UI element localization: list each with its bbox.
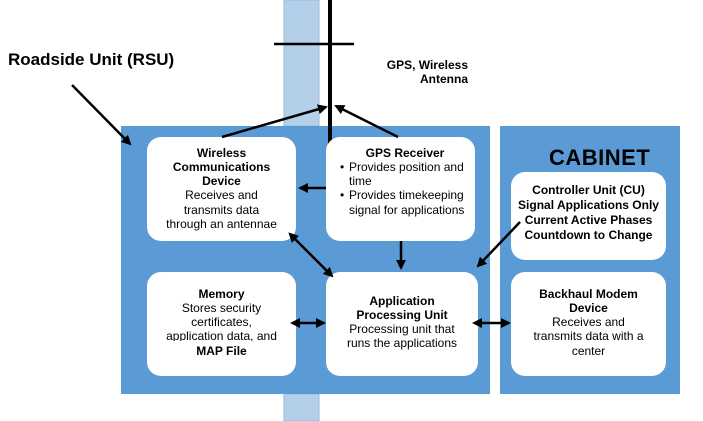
gps-bullet: Provides timekeeping signal for applicat… [340,188,470,216]
controller-unit-text: Controller Unit (CU) Signal Applications… [518,183,659,242]
gps-bullet: Provides position and time [340,160,470,188]
antenna-label-line: Antenna [420,72,468,87]
gps-title: GPS Receiver [365,146,445,160]
memory-body: Stores security certificates, applicatio… [166,301,277,342]
memory-box [147,272,296,376]
apu-box [326,272,478,376]
controller-box [511,172,666,260]
memory-map-file: MAP File [196,344,247,359]
antenna-label: GPS, Wireless Antenna [368,58,468,86]
apu-title: Application Processing Unit [356,294,448,323]
arrow-wireless-antenna [221,104,328,139]
backhaul-title: Backhaul Modem Device [539,287,638,316]
cabinet-label: CABINET [549,145,651,170]
wireless-title: Wireless Communications Device [172,146,271,189]
wireless-device-text: Wireless Communications Device Receives … [147,146,296,231]
apu-body: Processing unit that runs the applicatio… [346,322,458,351]
arrow-wireless-apu [288,232,334,278]
callout-arrow [71,84,132,146]
arrow-controller-apu [476,221,521,268]
gps-receiver-text: GPS Receiver Provides position and time … [340,146,470,217]
memory-text: Memory Stores security certificates, app… [147,287,296,373]
antenna-label-line: GPS, Wireless [386,58,468,72]
pole-bottom [283,393,320,421]
memory-title: Memory [198,287,245,301]
backhaul-body: Receives and transmits data with a cente… [533,315,644,358]
gps-bullets: Provides position and time Provides time… [340,160,470,217]
wireless-box [147,137,296,241]
wireless-body: Receives and transmits data through an a… [166,188,277,231]
backhaul-box [511,272,666,376]
pole-top [283,0,320,127]
arrow-gps-antenna [334,104,399,139]
apu-text: Application Processing Unit Processing u… [326,294,478,351]
rsu-callout-label: Roadside Unit (RSU) [8,50,175,69]
backhaul-modem-text: Backhaul Modem Device Receives and trans… [511,287,666,358]
